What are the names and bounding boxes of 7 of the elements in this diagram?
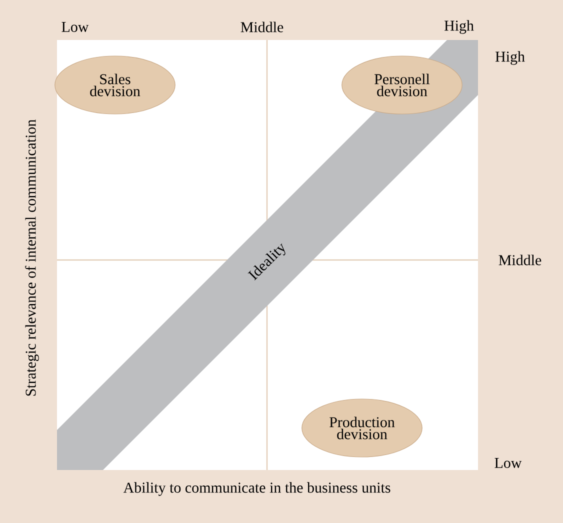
- axis-tick-label: High: [495, 51, 525, 65]
- axis-tick-label: High: [444, 20, 474, 34]
- axis-tick-label: Low: [62, 22, 89, 32]
- axis-tick-label: Low: [494, 458, 522, 468]
- axis-title: Ability to communicate in the business units: [123, 482, 390, 496]
- axis-tick-label: Middle: [498, 254, 542, 266]
- axis-title: Strategic relevance of internal communication: [25, 119, 39, 396]
